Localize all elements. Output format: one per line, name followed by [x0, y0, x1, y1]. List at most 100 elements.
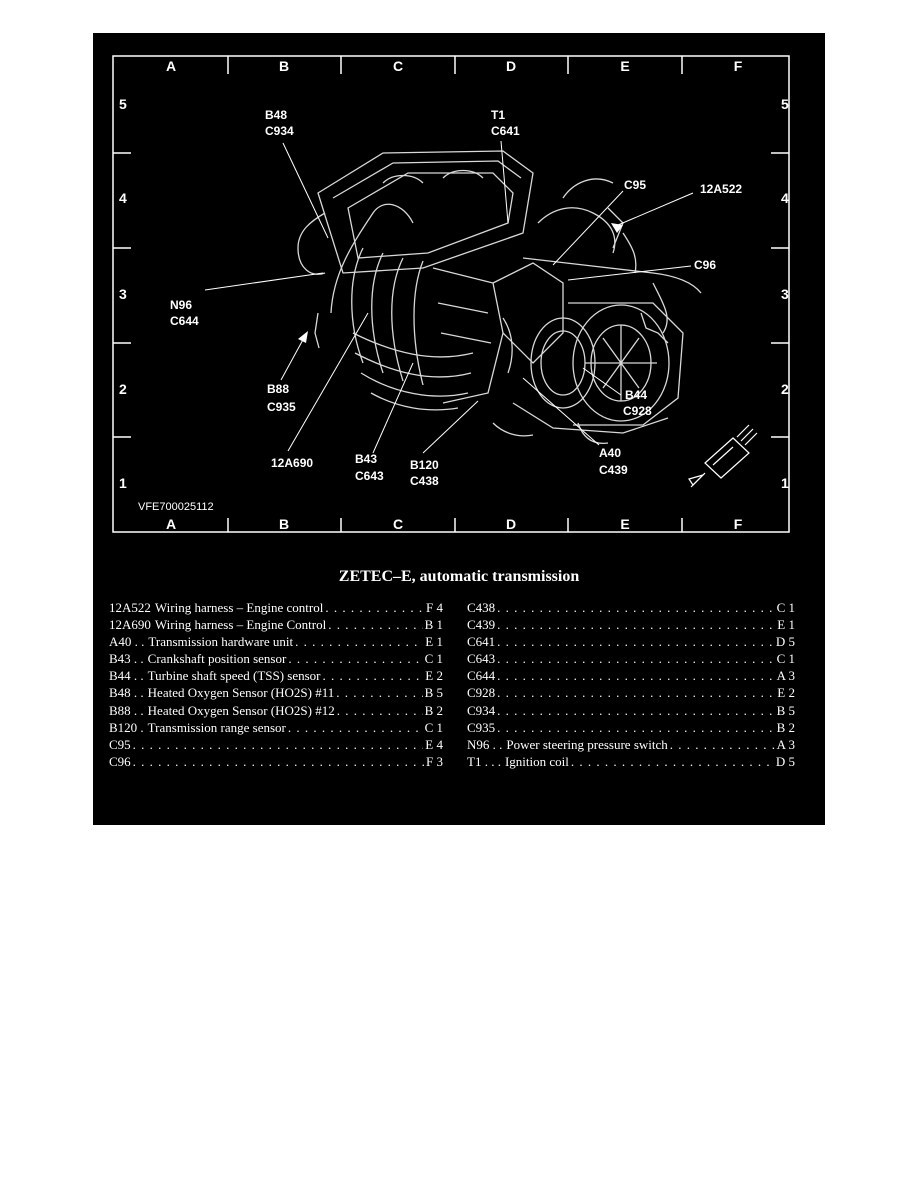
- grid-col-e-bottom: E: [620, 516, 629, 532]
- grid-row-4-left: 4: [119, 190, 127, 206]
- legend-code: B43 . .: [109, 651, 144, 667]
- legend-grid-location: B 1: [424, 617, 443, 633]
- legend-grid-location: A 3: [776, 736, 795, 752]
- legend-description: Heated Oxygen Sensor (HO2S) #12: [147, 702, 335, 718]
- legend-code: C95: [109, 736, 131, 752]
- grid-col-f-bottom: F: [734, 516, 743, 532]
- legend-grid-location: B 2: [776, 719, 795, 735]
- legend-leader-dots: [571, 753, 774, 770]
- grid-col-a-bottom: A: [166, 516, 176, 532]
- legend-grid-location: E 4: [425, 736, 443, 752]
- diagram-panel: A B C D E F A B C D E F 5 4 3 2 1 5 4 3 …: [93, 33, 825, 825]
- legend-code: C928: [467, 685, 496, 701]
- legend-grid-location: C 1: [776, 651, 795, 667]
- legend-code: B120 .: [109, 719, 144, 735]
- callout-b120-code: B120: [410, 458, 439, 472]
- legend-row: B44 . .Turbine shaft speed (TSS) sensorE…: [109, 667, 443, 684]
- grid-col-e-top: E: [620, 58, 629, 74]
- legend-row: C438C 1: [467, 599, 795, 616]
- callout-b48-connector: C934: [265, 124, 294, 138]
- grid-col-d-bottom: D: [506, 516, 516, 532]
- legend-row: B88 . .Heated Oxygen Sensor (HO2S) #12B …: [109, 702, 443, 719]
- legend-leader-dots: [497, 650, 774, 667]
- grid-row-2-right: 2: [781, 381, 789, 397]
- callout-n96-code: N96: [170, 298, 192, 312]
- legend-leader-dots: [670, 736, 775, 753]
- callout-c95: C95: [624, 178, 646, 192]
- legend-code: C644: [467, 668, 496, 684]
- diagram-title: ZETEC–E, automatic transmission: [338, 568, 580, 585]
- legend-code: B48 . .: [109, 685, 144, 701]
- grid-row-2-left: 2: [119, 381, 127, 397]
- grid-frame: [112, 55, 790, 533]
- legend-leader-dots: [323, 667, 424, 684]
- legend-grid-location: B 5: [424, 685, 443, 701]
- legend-code: 12A522: [109, 600, 151, 615]
- callout-b44-connector: C928: [623, 404, 652, 418]
- legend-row: N96 . .Power steering pressure switch A 3: [467, 736, 795, 753]
- grid-row-1-left: 1: [119, 475, 127, 491]
- grid-column-ticks: [227, 56, 683, 532]
- legend-description: Heated Oxygen Sensor (HO2S) #11: [147, 685, 335, 701]
- legend-row: C439E 1: [467, 616, 795, 633]
- legend-row: C643 C 1: [467, 650, 795, 667]
- legend-leader-dots: [497, 684, 775, 701]
- legend-row: C934B 5: [467, 702, 795, 719]
- legend-row: T1 . . .Ignition coilD 5: [467, 753, 795, 770]
- legend-grid-location: D 5: [775, 634, 795, 650]
- legend-right-column: C438C 1C439E 1C641D 5C643C 1C644A 3C928E…: [467, 599, 795, 770]
- legend-grid-location: A 3: [776, 668, 795, 684]
- legend-code: A40 . .: [109, 634, 145, 650]
- connector-icon: [688, 424, 758, 488]
- callout-a40-connector: C439: [599, 463, 628, 477]
- callout-b120-connector: C438: [410, 474, 439, 488]
- legend-leader-dots: [497, 667, 774, 684]
- legend-grid-location: E 2: [425, 668, 443, 684]
- legend-code: N96 . .: [467, 736, 503, 752]
- legend-leader-dots: [497, 702, 774, 719]
- legend-grid-location: F 4: [426, 600, 443, 615]
- legend-code: C438: [467, 600, 496, 615]
- legend-code: B44 . .: [109, 668, 144, 684]
- legend-row: C96F 3: [109, 753, 443, 770]
- legend-code: C643: [467, 651, 496, 667]
- grid-row-3-left: 3: [119, 286, 127, 302]
- legend-leader-dots: [497, 616, 775, 633]
- legend-grid-location: F 3: [426, 753, 443, 769]
- legend-leader-dots: [295, 633, 423, 650]
- grid-row-5-right: 5: [781, 96, 789, 112]
- image-id: VFE700025112: [138, 501, 214, 513]
- callout-b88-connector: C935: [267, 400, 296, 414]
- legend-row: B120 .Transmission range sensorC 1: [109, 719, 443, 736]
- callout-b43-connector: C643: [355, 469, 384, 483]
- legend-row: C928E 2: [467, 684, 795, 701]
- callout-t1-code: T1: [491, 108, 505, 122]
- legend-description: Ignition coil: [504, 753, 569, 769]
- callout-b88-code: B88: [267, 382, 289, 396]
- legend-grid-location: E 1: [777, 617, 795, 633]
- legend-row: A40 . .Transmission hardware unitE 1: [109, 633, 443, 650]
- legend-code: B88 . .: [109, 702, 144, 718]
- grid-row-1-right: 1: [781, 475, 789, 491]
- grid-col-a-top: A: [166, 58, 176, 74]
- legend-leader-dots: [337, 702, 423, 719]
- callout-lines: [204, 140, 694, 454]
- legend-description: Power steering pressure switch: [506, 736, 668, 752]
- legend-row: C95 E 4: [109, 736, 443, 753]
- callout-b44-code: B44: [625, 388, 647, 402]
- legend-leader-dots: [133, 736, 424, 753]
- legend-description: Wiring harness – Engine control: [154, 600, 324, 615]
- legend-leader-dots: [288, 719, 423, 736]
- legend-description: Crankshaft position sensor: [147, 651, 287, 667]
- legend-grid-location: B 5: [776, 702, 795, 718]
- legend-code: 12A690: [109, 617, 151, 633]
- callout-n96-connector: C644: [170, 314, 199, 328]
- callout-a40-code: A40: [599, 446, 621, 460]
- grid-col-b-bottom: B: [279, 516, 289, 532]
- grid-col-f-top: F: [734, 58, 743, 74]
- legend-grid-location: E 1: [425, 634, 443, 650]
- engine-drawing: [297, 150, 702, 444]
- legend-row: B48 . .Heated Oxygen Sensor (HO2S) #11 B …: [109, 684, 443, 701]
- legend-description: Transmission range sensor: [147, 719, 286, 735]
